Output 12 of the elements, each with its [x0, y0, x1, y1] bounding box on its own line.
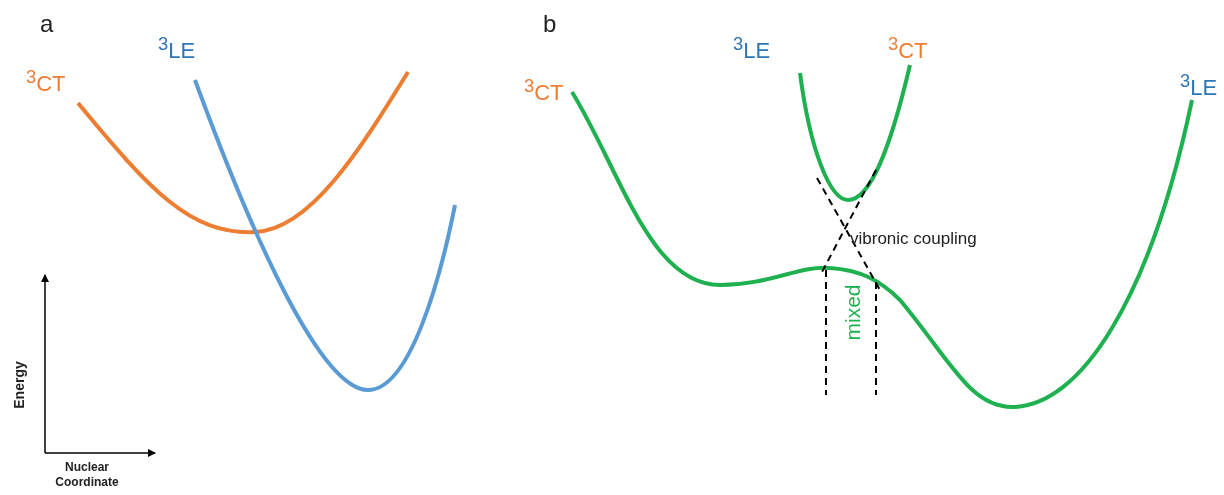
curve-label: $^{3}$LE	[1180, 72, 1218, 100]
axis-label: Nuclear Coordinate	[54, 460, 120, 490]
curve-label: $^{3}$CT	[26, 68, 66, 96]
panel-label: a	[40, 12, 54, 36]
annotation-text: vibronic coupling	[850, 230, 977, 247]
panel-label: b	[543, 12, 557, 36]
annotation-text: mixed	[841, 284, 863, 340]
curve-label: $^{3}$LE	[158, 35, 196, 63]
axis-label: Energy	[11, 361, 26, 409]
curve-label: $^{3}$LE	[733, 35, 771, 63]
curve-label: $^{3}$CT	[888, 35, 928, 63]
curve-label: $^{3}$CT	[524, 77, 564, 105]
